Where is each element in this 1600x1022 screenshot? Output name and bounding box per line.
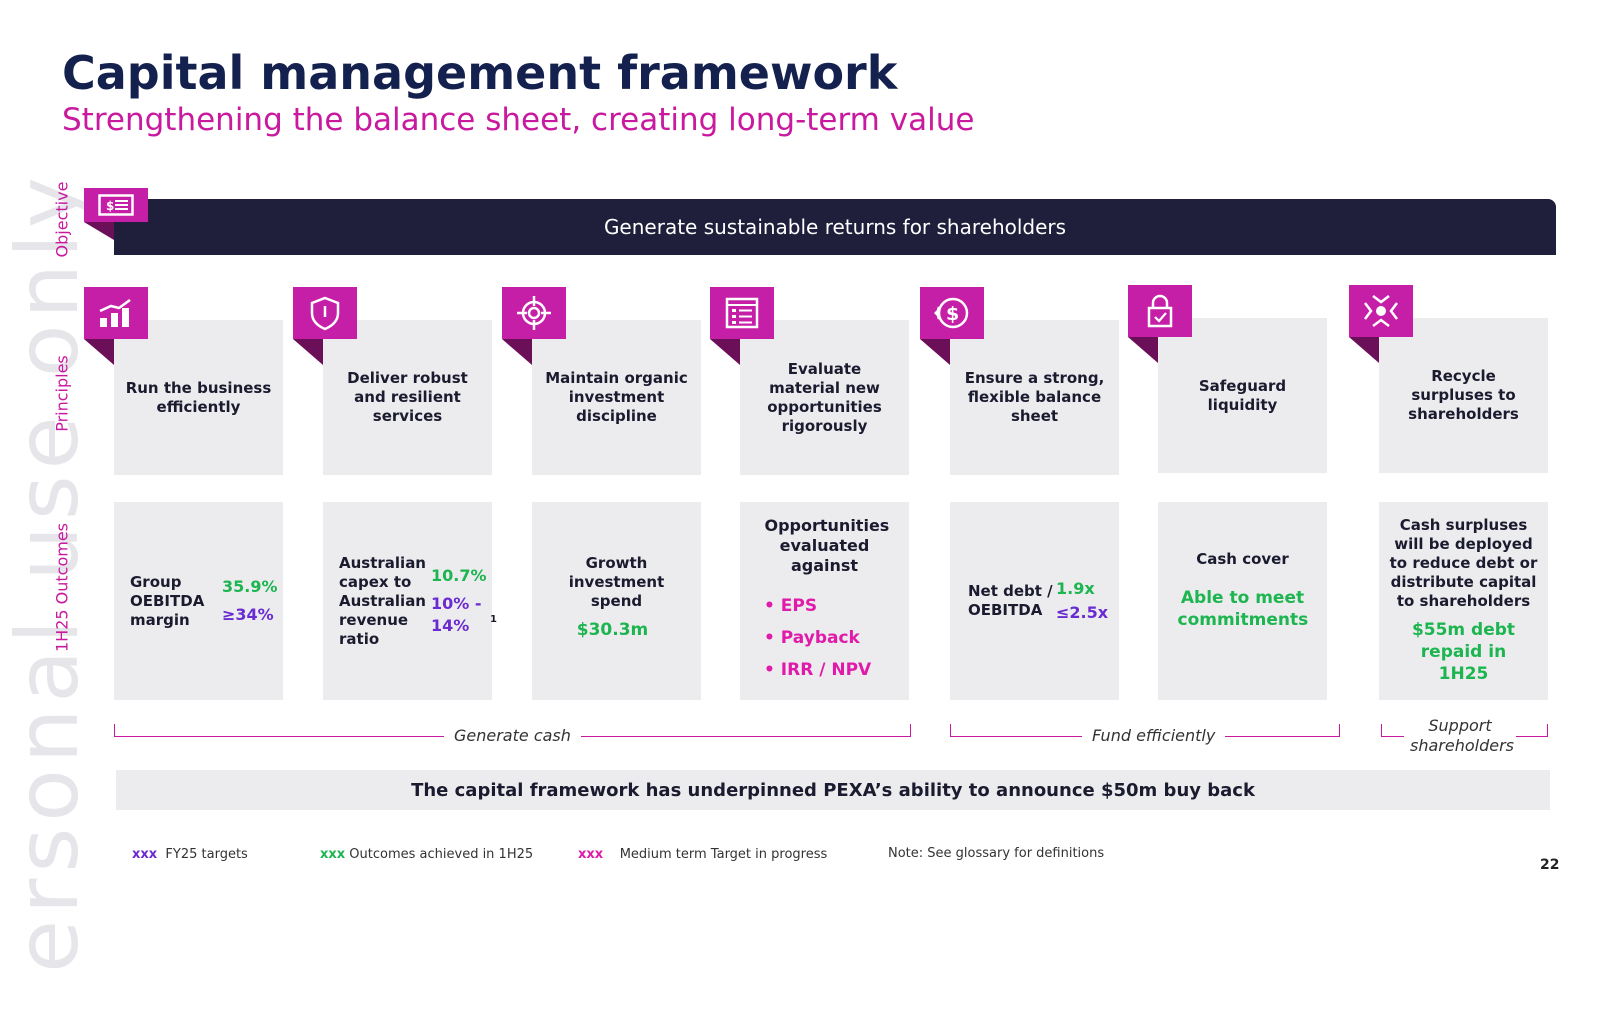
principle-text: Run the business efficiently <box>125 378 272 416</box>
principle-text: Ensure a strong, flexible balance sheet <box>964 369 1105 425</box>
badge-fold <box>84 222 114 240</box>
badge-fold <box>920 339 950 365</box>
principle-text: Safeguard liquidity <box>1198 376 1287 414</box>
outcome-card-4: Opportunities evaluated against • EPS • … <box>740 502 909 700</box>
money-icon-badge: $ <box>84 188 148 222</box>
principle-text: Deliver robust and resilient services <box>347 369 468 425</box>
badge-fold <box>1349 337 1379 363</box>
outcome-label: Net debt / OEBITDA <box>968 582 1053 619</box>
outcome-card-3: Growth investment spend $30.3m <box>532 502 701 700</box>
legend-marker-green: xxx <box>320 847 346 862</box>
footer-statement-band: The capital framework has underpinned PE… <box>116 770 1550 810</box>
objective-banner: Generate sustainable returns for shareho… <box>114 199 1556 255</box>
bracket-label-fund-efficiently: Fund efficiently <box>1082 726 1226 745</box>
legend-medium: xxx Medium term Target in progress <box>578 847 827 862</box>
page-number: 22 <box>1540 857 1560 873</box>
principle-card-6: Safeguard liquidity <box>1158 318 1327 473</box>
arrows-converge-icon <box>1364 295 1398 327</box>
page-subtitle: Strengthening the balance sheet, creatin… <box>62 102 975 138</box>
lock-icon-badge <box>1128 285 1192 337</box>
money-bill-icon: $ <box>98 194 134 216</box>
outcome-card-6: Cash cover Able to meet commitments <box>1158 502 1327 700</box>
bracket-label-support-shareholders: Support shareholders <box>1404 716 1516 756</box>
principle-card-2: Deliver robust and resilient services <box>323 320 492 475</box>
badge-fold <box>710 339 740 365</box>
bar-chart-icon-badge <box>84 287 148 339</box>
legend-fy25-label: FY25 targets <box>165 847 248 862</box>
outcome-value: $30.3m <box>576 620 649 640</box>
achieved-value: 1.9x <box>1056 579 1095 598</box>
legend-marker-purple: xxx <box>132 847 158 862</box>
outcome-label: Growth investment spend <box>568 554 665 610</box>
badge-fold <box>502 339 532 365</box>
dollar-coin-icon-badge: $ <box>920 287 984 339</box>
shield-icon-badge <box>293 287 357 339</box>
achieved-value: 10.7% <box>431 566 487 585</box>
svg-text:$: $ <box>106 199 114 213</box>
principle-card-1: Run the business efficiently <box>114 320 283 475</box>
principle-text: Recycle surpluses to shareholders <box>1408 367 1519 423</box>
target-value: ≥34% <box>222 605 274 624</box>
dollar-coin-icon: $ <box>934 297 969 329</box>
bracket-label-generate-cash: Generate cash <box>444 726 581 745</box>
criteria-payback: • Payback <box>764 628 860 648</box>
footnote-marker: 1 <box>490 614 497 625</box>
watermark: ersonal use only <box>0 171 98 973</box>
page-title: Capital management framework <box>62 46 898 100</box>
badge-fold <box>293 339 323 365</box>
legend-medium-label: Medium term Target in progress <box>619 847 828 862</box>
legend-achieved-label: Outcomes achieved in 1H25 <box>349 847 534 862</box>
side-label-outcomes: 1H25 Outcomes <box>52 523 72 653</box>
target-value: ≤2.5x <box>1056 603 1109 622</box>
principle-text: Evaluate material new opportunities rigo… <box>767 359 882 435</box>
side-label-principles: Principles <box>52 355 72 432</box>
target-icon-badge <box>502 287 566 339</box>
target-icon <box>517 296 551 330</box>
outcome-value: Able to meet commitments <box>1177 587 1309 630</box>
criteria-irr-npv: • IRR / NPV <box>764 660 872 680</box>
outcome-card-5: Net debt / OEBITDA 1.9x ≤2.5x <box>950 502 1119 700</box>
arrows-converge-icon-badge <box>1349 285 1413 337</box>
footer-statement: The capital framework has underpinned PE… <box>411 779 1255 801</box>
outcome-label: Opportunities evaluated against <box>764 516 890 575</box>
shield-icon <box>310 296 340 331</box>
principle-card-7: Recycle surpluses to shareholders <box>1379 318 1548 473</box>
achieved-value: 35.9% <box>222 577 278 596</box>
outcome-label: Group OEBITDA margin <box>130 572 205 629</box>
legend-marker-pink: xxx <box>578 847 604 862</box>
legend-fy25: xxx FY25 targets <box>132 847 248 862</box>
outcome-card-7: Cash surpluses will be deployed to reduc… <box>1379 502 1548 700</box>
outcome-label: Cash surpluses will be deployed to reduc… <box>1389 515 1538 610</box>
badge-fold <box>1128 337 1158 363</box>
principle-card-3: Maintain organic investment discipline <box>532 320 701 475</box>
principle-text: Maintain organic investment discipline <box>545 369 688 425</box>
criteria-eps: • EPS <box>764 596 818 616</box>
legend-achieved: xxx Outcomes achieved in 1H25 <box>320 847 533 862</box>
badge-fold <box>84 339 114 365</box>
checklist-icon-badge <box>710 287 774 339</box>
legend-note: Note: See glossary for definitions <box>888 846 1105 861</box>
lock-icon <box>1147 294 1173 328</box>
checklist-icon <box>725 297 759 329</box>
svg-text:$: $ <box>946 303 959 325</box>
outcome-card-2: Australian capex to Australian revenue r… <box>323 502 497 700</box>
target-value: 10% - 14% <box>431 594 482 635</box>
principle-card-5: Ensure a strong, flexible balance sheet <box>950 320 1119 475</box>
outcome-label: Cash cover <box>1196 549 1289 568</box>
outcome-card-1: Group OEBITDA margin 35.9% ≥34% <box>114 502 283 700</box>
outcome-value: $55m debt repaid in 1H25 <box>1411 619 1516 684</box>
bar-chart-icon <box>99 298 131 327</box>
principle-card-4: Evaluate material new opportunities rigo… <box>740 320 909 475</box>
outcome-label: Australian capex to Australian revenue r… <box>339 553 426 648</box>
objective-text: Generate sustainable returns for shareho… <box>603 215 1067 239</box>
